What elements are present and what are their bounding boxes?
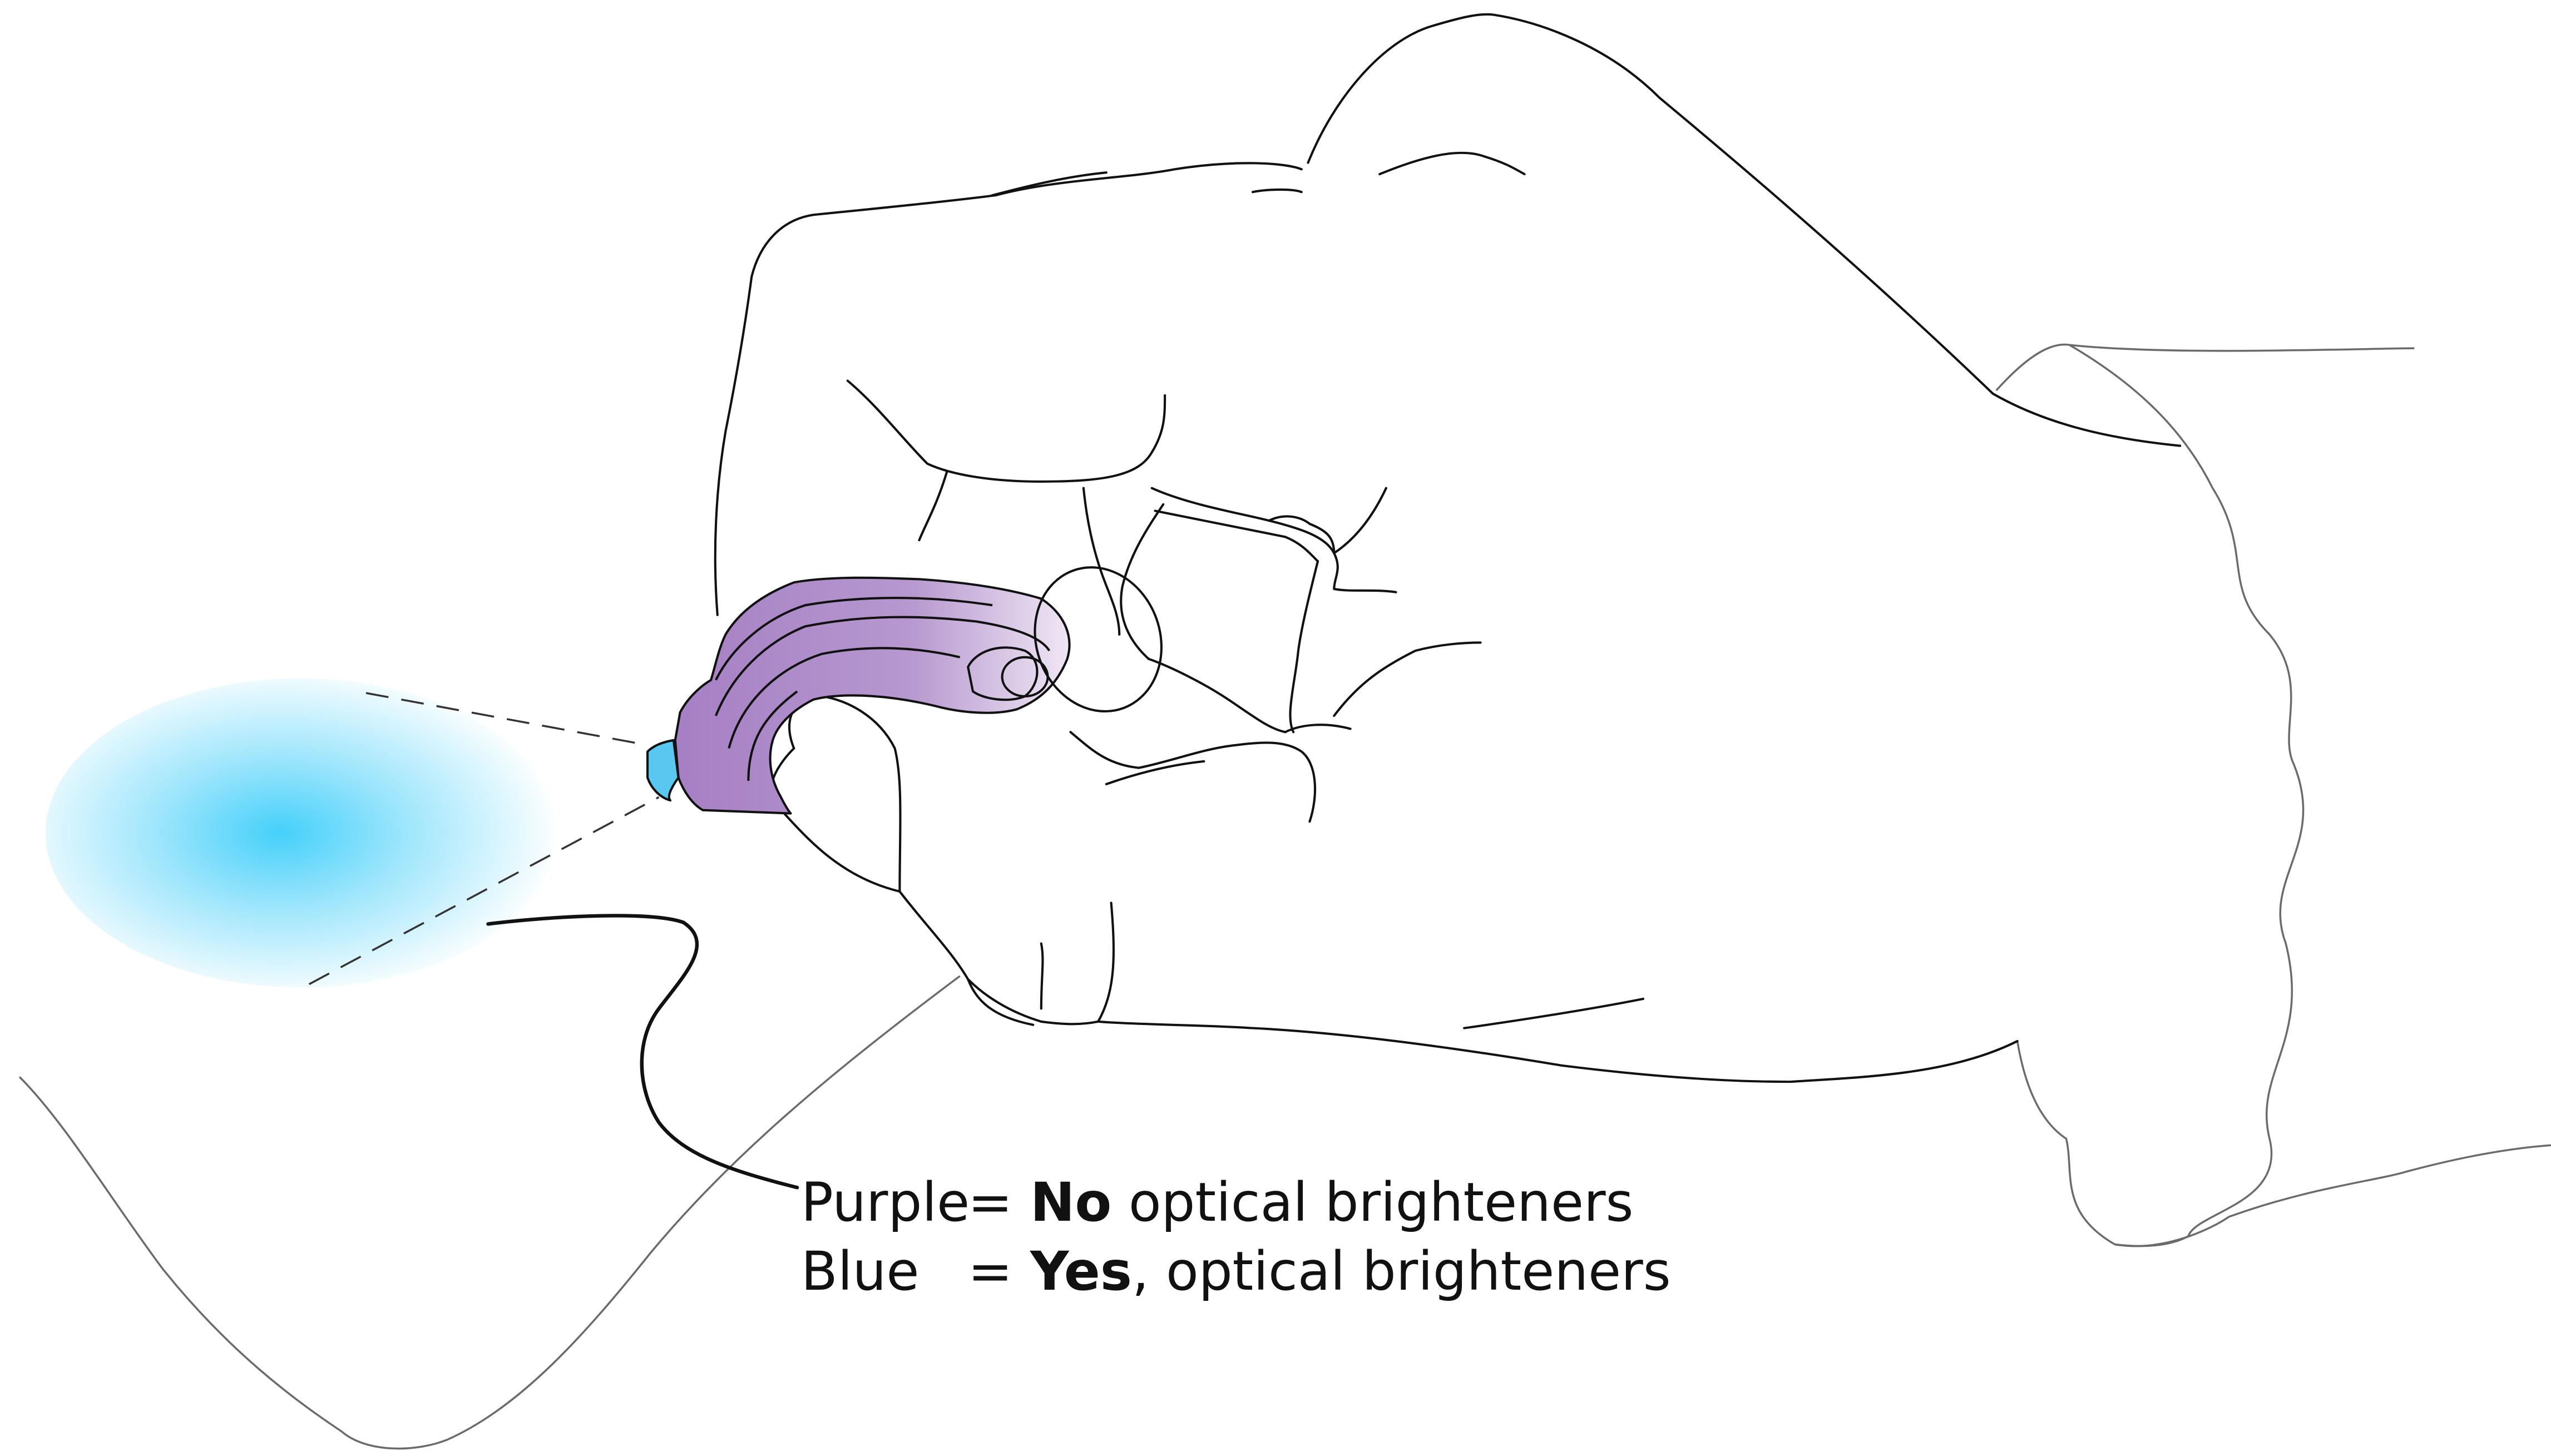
legend: Purple = No optical brighteners Blue = Y… — [801, 1168, 1671, 1306]
legend-description-blue: , optical brighteners — [1132, 1237, 1671, 1306]
legend-color-purple: Purple — [801, 1168, 968, 1237]
legend-equals: = — [968, 1168, 1030, 1237]
uv-glow-spot — [46, 679, 556, 988]
legend-answer-yes: Yes — [1030, 1237, 1132, 1306]
legend-answer-no: No — [1030, 1168, 1111, 1237]
hand-outline — [715, 14, 2180, 1082]
legend-row-purple: Purple = No optical brighteners — [801, 1168, 1671, 1237]
legend-description-purple: optical brighteners — [1111, 1168, 1633, 1237]
legend-color-blue: Blue — [801, 1237, 968, 1306]
uv-keychain-flashlight-icon — [647, 549, 1181, 814]
legend-equals: = — [968, 1237, 1030, 1306]
legend-row-blue: Blue = Yes, optical brighteners — [801, 1237, 1671, 1306]
